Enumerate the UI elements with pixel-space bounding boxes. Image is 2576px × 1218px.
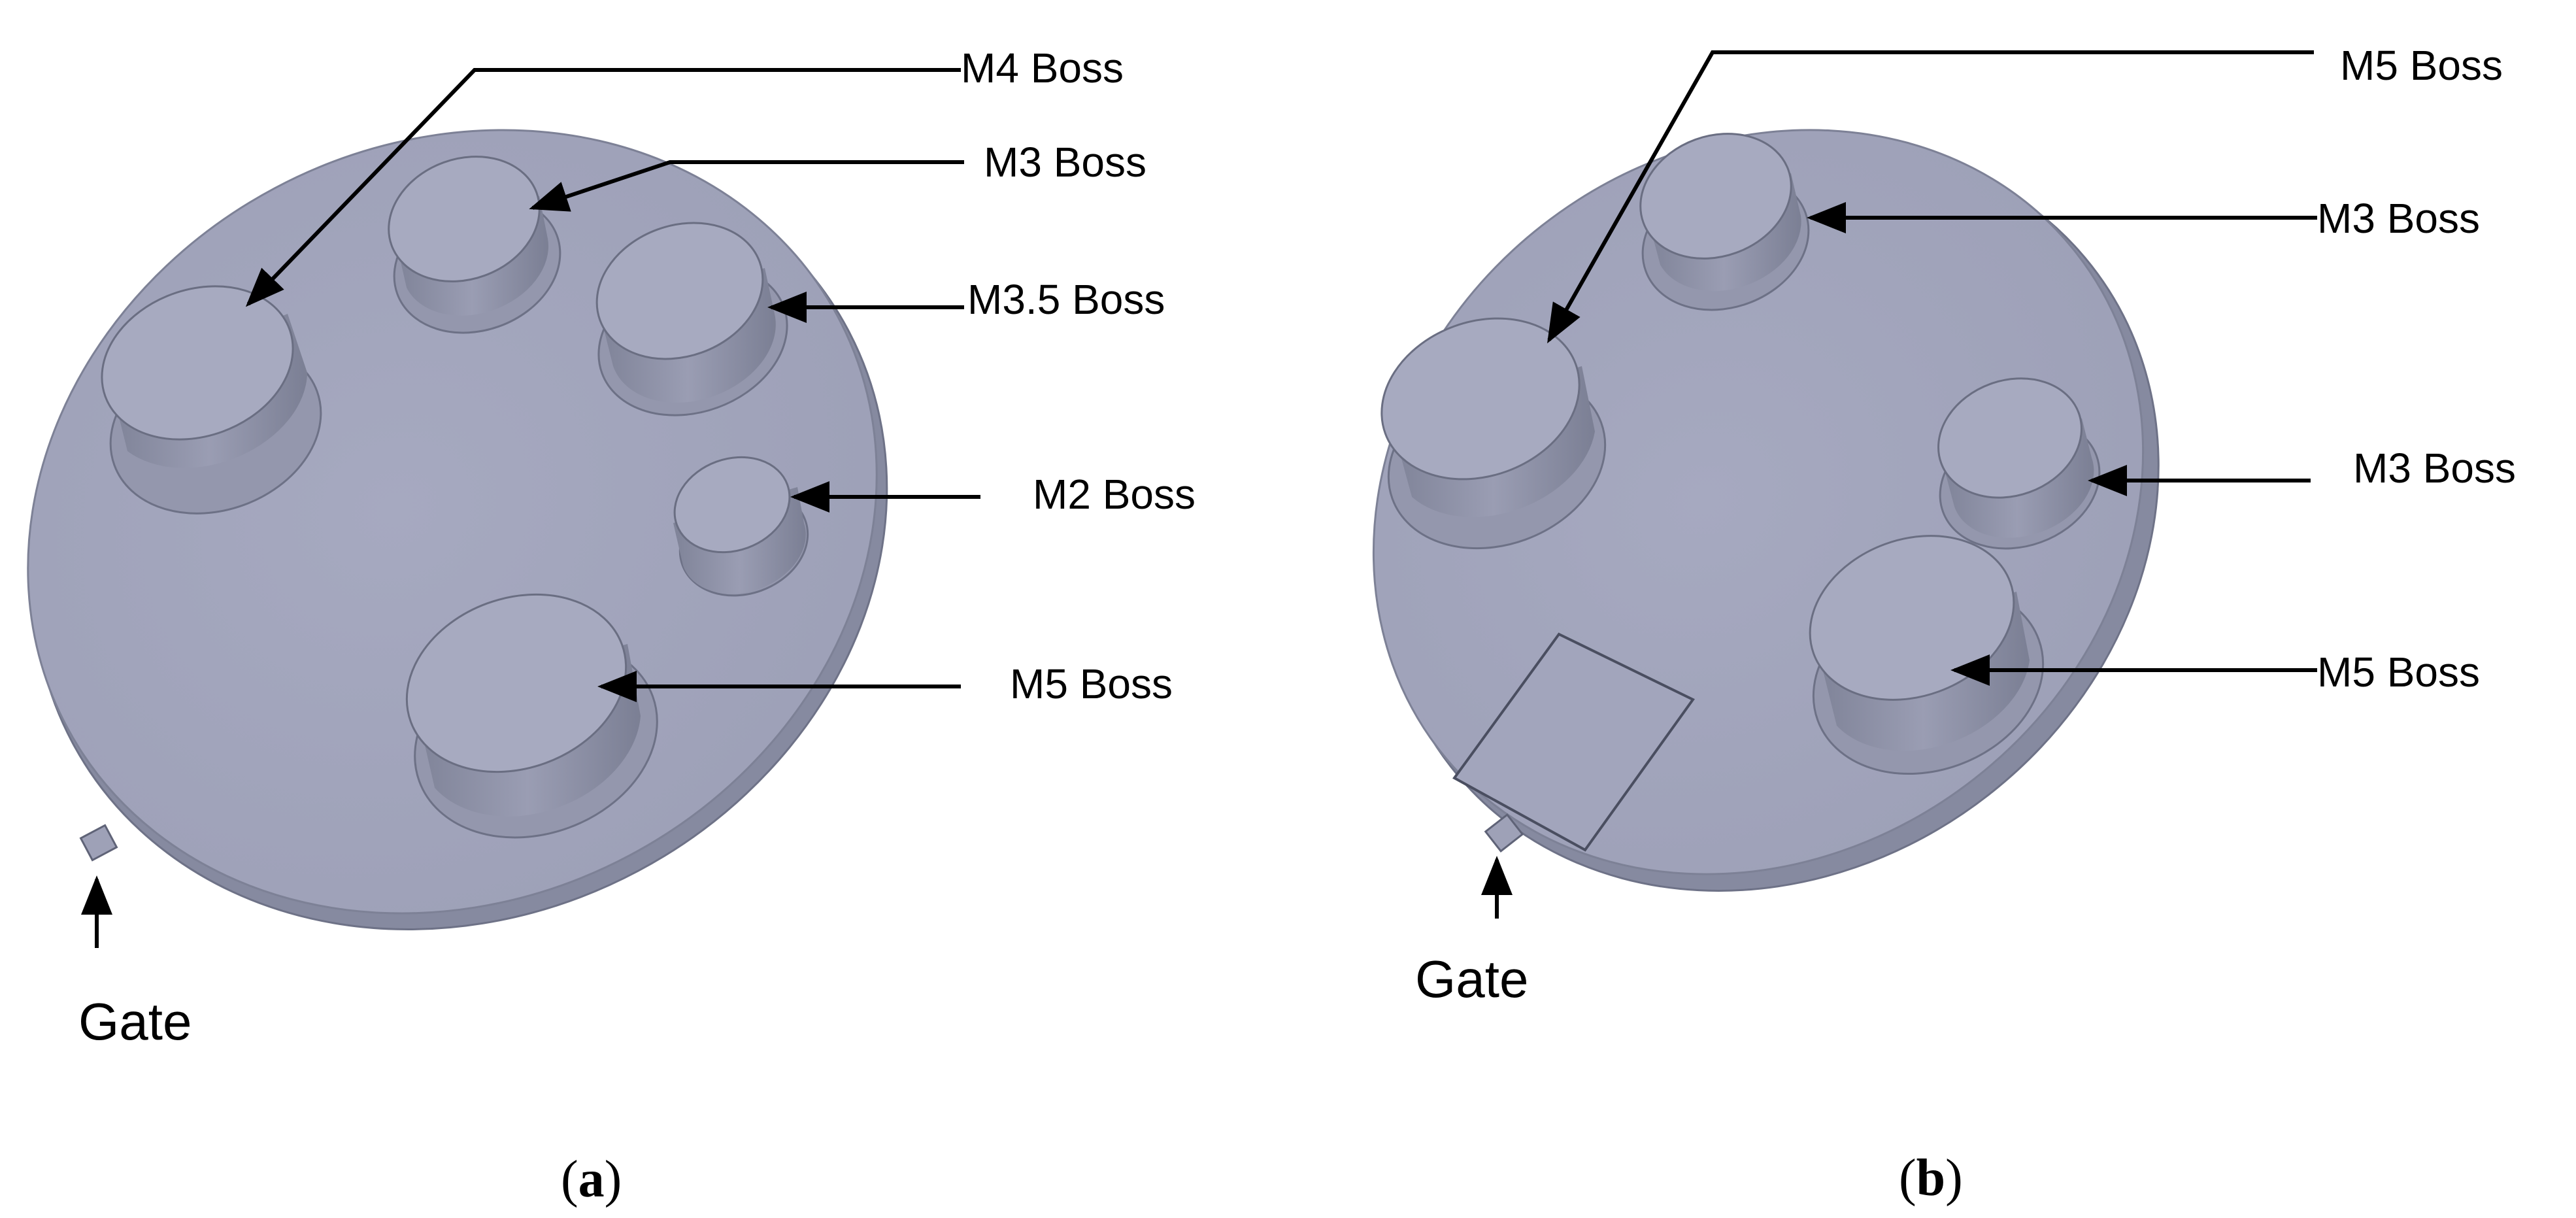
boss-b-m5-bottom bbox=[1809, 535, 2045, 775]
label-a-m35: M3.5 Boss bbox=[967, 276, 1165, 323]
boss-b-m3-top bbox=[1639, 133, 1810, 311]
panel-b: M5 Boss M3 Boss M3 Boss M5 Boss Gate (b) bbox=[1372, 42, 2516, 1207]
callout-a-m3: M3 Boss bbox=[529, 139, 1146, 212]
label-b-m5-bottom: M5 Boss bbox=[2317, 649, 2480, 696]
callout-a-m4: M4 Boss bbox=[245, 44, 1124, 307]
callout-a-m5: M5 Boss bbox=[597, 660, 1173, 707]
gate-tab-b bbox=[1484, 813, 1524, 853]
label-b-m3-top: M3 Boss bbox=[2317, 195, 2480, 242]
label-a-m5: M5 Boss bbox=[1010, 660, 1173, 707]
boss-b-m3-right bbox=[1937, 377, 2101, 550]
callout-b-gate: Gate bbox=[1415, 856, 1528, 1008]
label-b-m5-top: M5 Boss bbox=[2340, 42, 2503, 89]
label-b-m3-right: M3 Boss bbox=[2353, 445, 2516, 492]
label-a-m4: M4 Boss bbox=[961, 44, 1124, 92]
callout-a-m2: M2 Boss bbox=[790, 471, 1196, 518]
callout-a-gate: Gate bbox=[78, 875, 192, 1051]
recess-b bbox=[1452, 632, 1696, 852]
boss-a-m3 bbox=[388, 156, 561, 334]
label-a-m2: M2 Boss bbox=[1033, 471, 1196, 518]
panel-a: M4 Boss M3 Boss M3.5 Boss M2 Boss M5 Bos… bbox=[27, 44, 1196, 1208]
callout-b-m3-top: M3 Boss bbox=[1807, 195, 2480, 242]
boss-a-m2 bbox=[673, 456, 809, 597]
callout-a-m35: M3.5 Boss bbox=[767, 276, 1165, 323]
gate-label-a: Gate bbox=[78, 992, 192, 1051]
boss-b-m5-top bbox=[1380, 317, 1607, 550]
gate-tab-a bbox=[79, 824, 118, 862]
gate-label-b: Gate bbox=[1415, 950, 1528, 1008]
boss-a-m4 bbox=[101, 285, 322, 515]
label-a-m3: M3 Boss bbox=[984, 139, 1146, 186]
callout-b-m3-right: M3 Boss bbox=[2088, 445, 2516, 496]
caption-b: (b) bbox=[1899, 1149, 1963, 1207]
callout-b-m5-bottom: M5 Boss bbox=[1950, 649, 2480, 696]
boss-a-m5 bbox=[405, 593, 658, 839]
caption-a: (a) bbox=[561, 1151, 622, 1208]
callout-b-m5-top: M5 Boss bbox=[1547, 42, 2503, 344]
